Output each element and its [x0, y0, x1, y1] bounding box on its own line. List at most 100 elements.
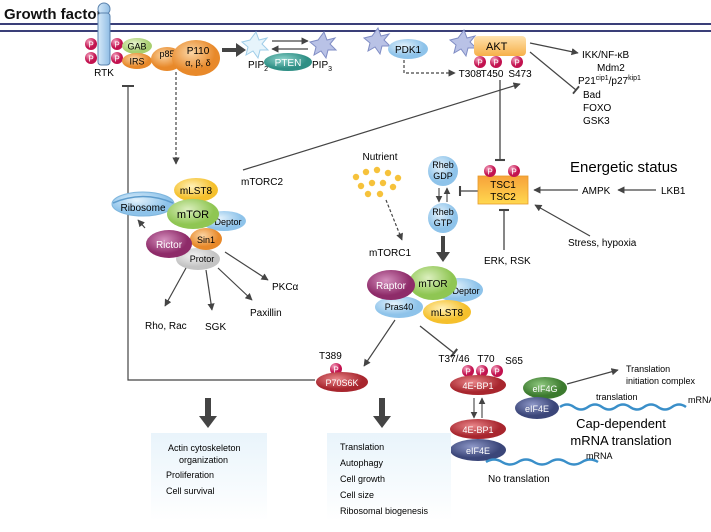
- outcome-mtorc2-line-3: Proliferation: [166, 470, 214, 480]
- ampk-label: AMPK: [582, 186, 611, 197]
- sgk-label: SGK: [205, 322, 226, 333]
- outcome-mtorc1-line-4: Cell size: [340, 490, 374, 500]
- rheb-gtp-label-2: GTP: [434, 218, 453, 228]
- mtor-c2-node: [167, 199, 219, 229]
- pdk1-node: [388, 39, 428, 59]
- deptor-c2-label: Deptor: [214, 217, 241, 227]
- pip3-star-pdk1: [362, 26, 392, 56]
- protor-label: Protor: [190, 254, 215, 264]
- svg-text:P: P: [333, 366, 338, 375]
- mtorc2-to-pkca-arrow: [224, 251, 269, 281]
- 4ebp1-bottom-label: 4E-BP1: [462, 425, 493, 435]
- rictor-label: Rictor: [156, 240, 183, 251]
- pten-node: [264, 53, 312, 71]
- nutrient-label: Nutrient: [362, 152, 397, 163]
- tsc2-label: TSC2: [490, 192, 516, 203]
- phospho-circle: P: [491, 365, 503, 377]
- tsc-complex-node: [477, 175, 529, 205]
- protor-node: [176, 248, 220, 270]
- mtorc1-outcome-box: [327, 433, 451, 521]
- pras40-label: Pras40: [385, 302, 414, 312]
- sin1-node: [190, 228, 222, 250]
- svg-text:P: P: [477, 59, 482, 68]
- phospho-circle: P: [476, 365, 488, 377]
- svg-text:P: P: [88, 55, 93, 64]
- mtorc2-to-paxillin-arrow: [217, 267, 253, 301]
- svg-text:P: P: [493, 59, 498, 68]
- tic-label-1: Translation: [626, 364, 670, 374]
- eif4e-top-node: [515, 397, 559, 419]
- s65-label: S65: [505, 356, 523, 367]
- akt-target-p21-p27: P21cip1/p27kip1: [578, 75, 641, 87]
- growth-factor-label: Growth factor: [4, 6, 102, 23]
- t450-label: T450: [481, 69, 504, 80]
- t389-label: T389: [319, 351, 342, 362]
- akt-target-bad: Bad: [583, 90, 601, 101]
- pten-label: PTEN: [275, 58, 302, 69]
- rheb-gtp-node: [428, 203, 458, 233]
- rheb-gdp-node: [428, 156, 458, 186]
- cell-membrane: [0, 23, 711, 32]
- mrna-bottom-label: mRNA: [586, 451, 613, 461]
- mlst8-c2-node: [174, 178, 218, 202]
- outcome-mtorc2-line-1: Actin cytoskeleton: [168, 443, 241, 453]
- mtorc2-to-rho-arrow: [164, 267, 187, 307]
- phospho-circle: P: [111, 38, 123, 50]
- rheb-to-mtorc1-arrow: [436, 236, 450, 262]
- mtorc1-to-p70s6k-arrow: [363, 319, 396, 367]
- eif4e-bottom-node: [450, 439, 506, 461]
- pip2-star: [240, 30, 270, 60]
- raptor-node: [367, 270, 415, 300]
- phospho-circle: P: [490, 56, 502, 68]
- rho-rac-label: Rho, Rac: [145, 321, 187, 332]
- phospho-circle: P: [85, 52, 97, 64]
- 4ebp1-bottom-node: [450, 419, 506, 439]
- 4ebp1-top-label: 4E-BP1: [462, 381, 493, 391]
- irs-node: [122, 53, 152, 69]
- gab-node: [122, 38, 152, 54]
- 4ebp1-top-node: [450, 375, 506, 395]
- stress-to-tsc-arrow: [534, 204, 591, 237]
- t308-label: T308: [459, 69, 482, 80]
- mlst8-c2-label: mLST8: [180, 186, 213, 197]
- lkb1-label: LKB1: [661, 186, 686, 197]
- cap-dependent-label-2: mRNA translation: [570, 433, 671, 448]
- t37-46-label: T37/46: [438, 354, 470, 365]
- p70s6k-feedback-line: [127, 85, 315, 381]
- ribosome-node: [111, 191, 175, 217]
- rtk-label: RTK: [94, 68, 114, 79]
- phospho-circle: P: [111, 52, 123, 64]
- tsc-phospho-sites: P P: [484, 165, 520, 177]
- mlst8-c1-label: mLST8: [431, 308, 464, 319]
- svg-text:P: P: [114, 55, 119, 64]
- eif4g-node: [523, 377, 567, 399]
- nutrient-to-mtorc1-arrow: [385, 199, 403, 241]
- pdk1-label: PDK1: [395, 45, 422, 56]
- pdk1-to-akt-arrow: [403, 60, 456, 77]
- tic-label-2: initiation complex: [626, 376, 696, 386]
- p70s6k-node: [316, 372, 368, 392]
- pkca-label: PKCα: [272, 282, 299, 293]
- mtorc1-outcome-arrow: [373, 398, 391, 428]
- outcome-mtorc2-line-2: organization: [179, 455, 228, 465]
- phospho-circle: P: [511, 56, 523, 68]
- phospho-circle: P: [330, 363, 342, 375]
- akt-target-gsk3: GSK3: [583, 116, 610, 127]
- mrna-bottom-wave: [485, 458, 599, 466]
- phospho-circle: P: [508, 165, 520, 177]
- mtorc2-label: mTORC2: [241, 177, 283, 188]
- eif4g-label: eIF4G: [532, 384, 557, 394]
- eif4g-to-tic-arrow: [566, 368, 619, 385]
- pras40-node: [375, 296, 423, 318]
- rheb-gtp-label-1: Rheb: [432, 207, 454, 217]
- mtorc2-to-akt-arrow: [242, 82, 521, 171]
- ribosome-label: Ribosome: [120, 203, 165, 214]
- svg-text:P: P: [514, 59, 519, 68]
- akt-phospho-sites: P P P: [474, 56, 523, 68]
- p110-subunits: α, β, δ: [185, 58, 210, 68]
- svg-text:P: P: [88, 41, 93, 50]
- mtorc2-to-sgk-arrow: [205, 269, 215, 311]
- mrna-top-label: mRNA: [688, 395, 711, 405]
- pip3-star-akt: [448, 28, 478, 58]
